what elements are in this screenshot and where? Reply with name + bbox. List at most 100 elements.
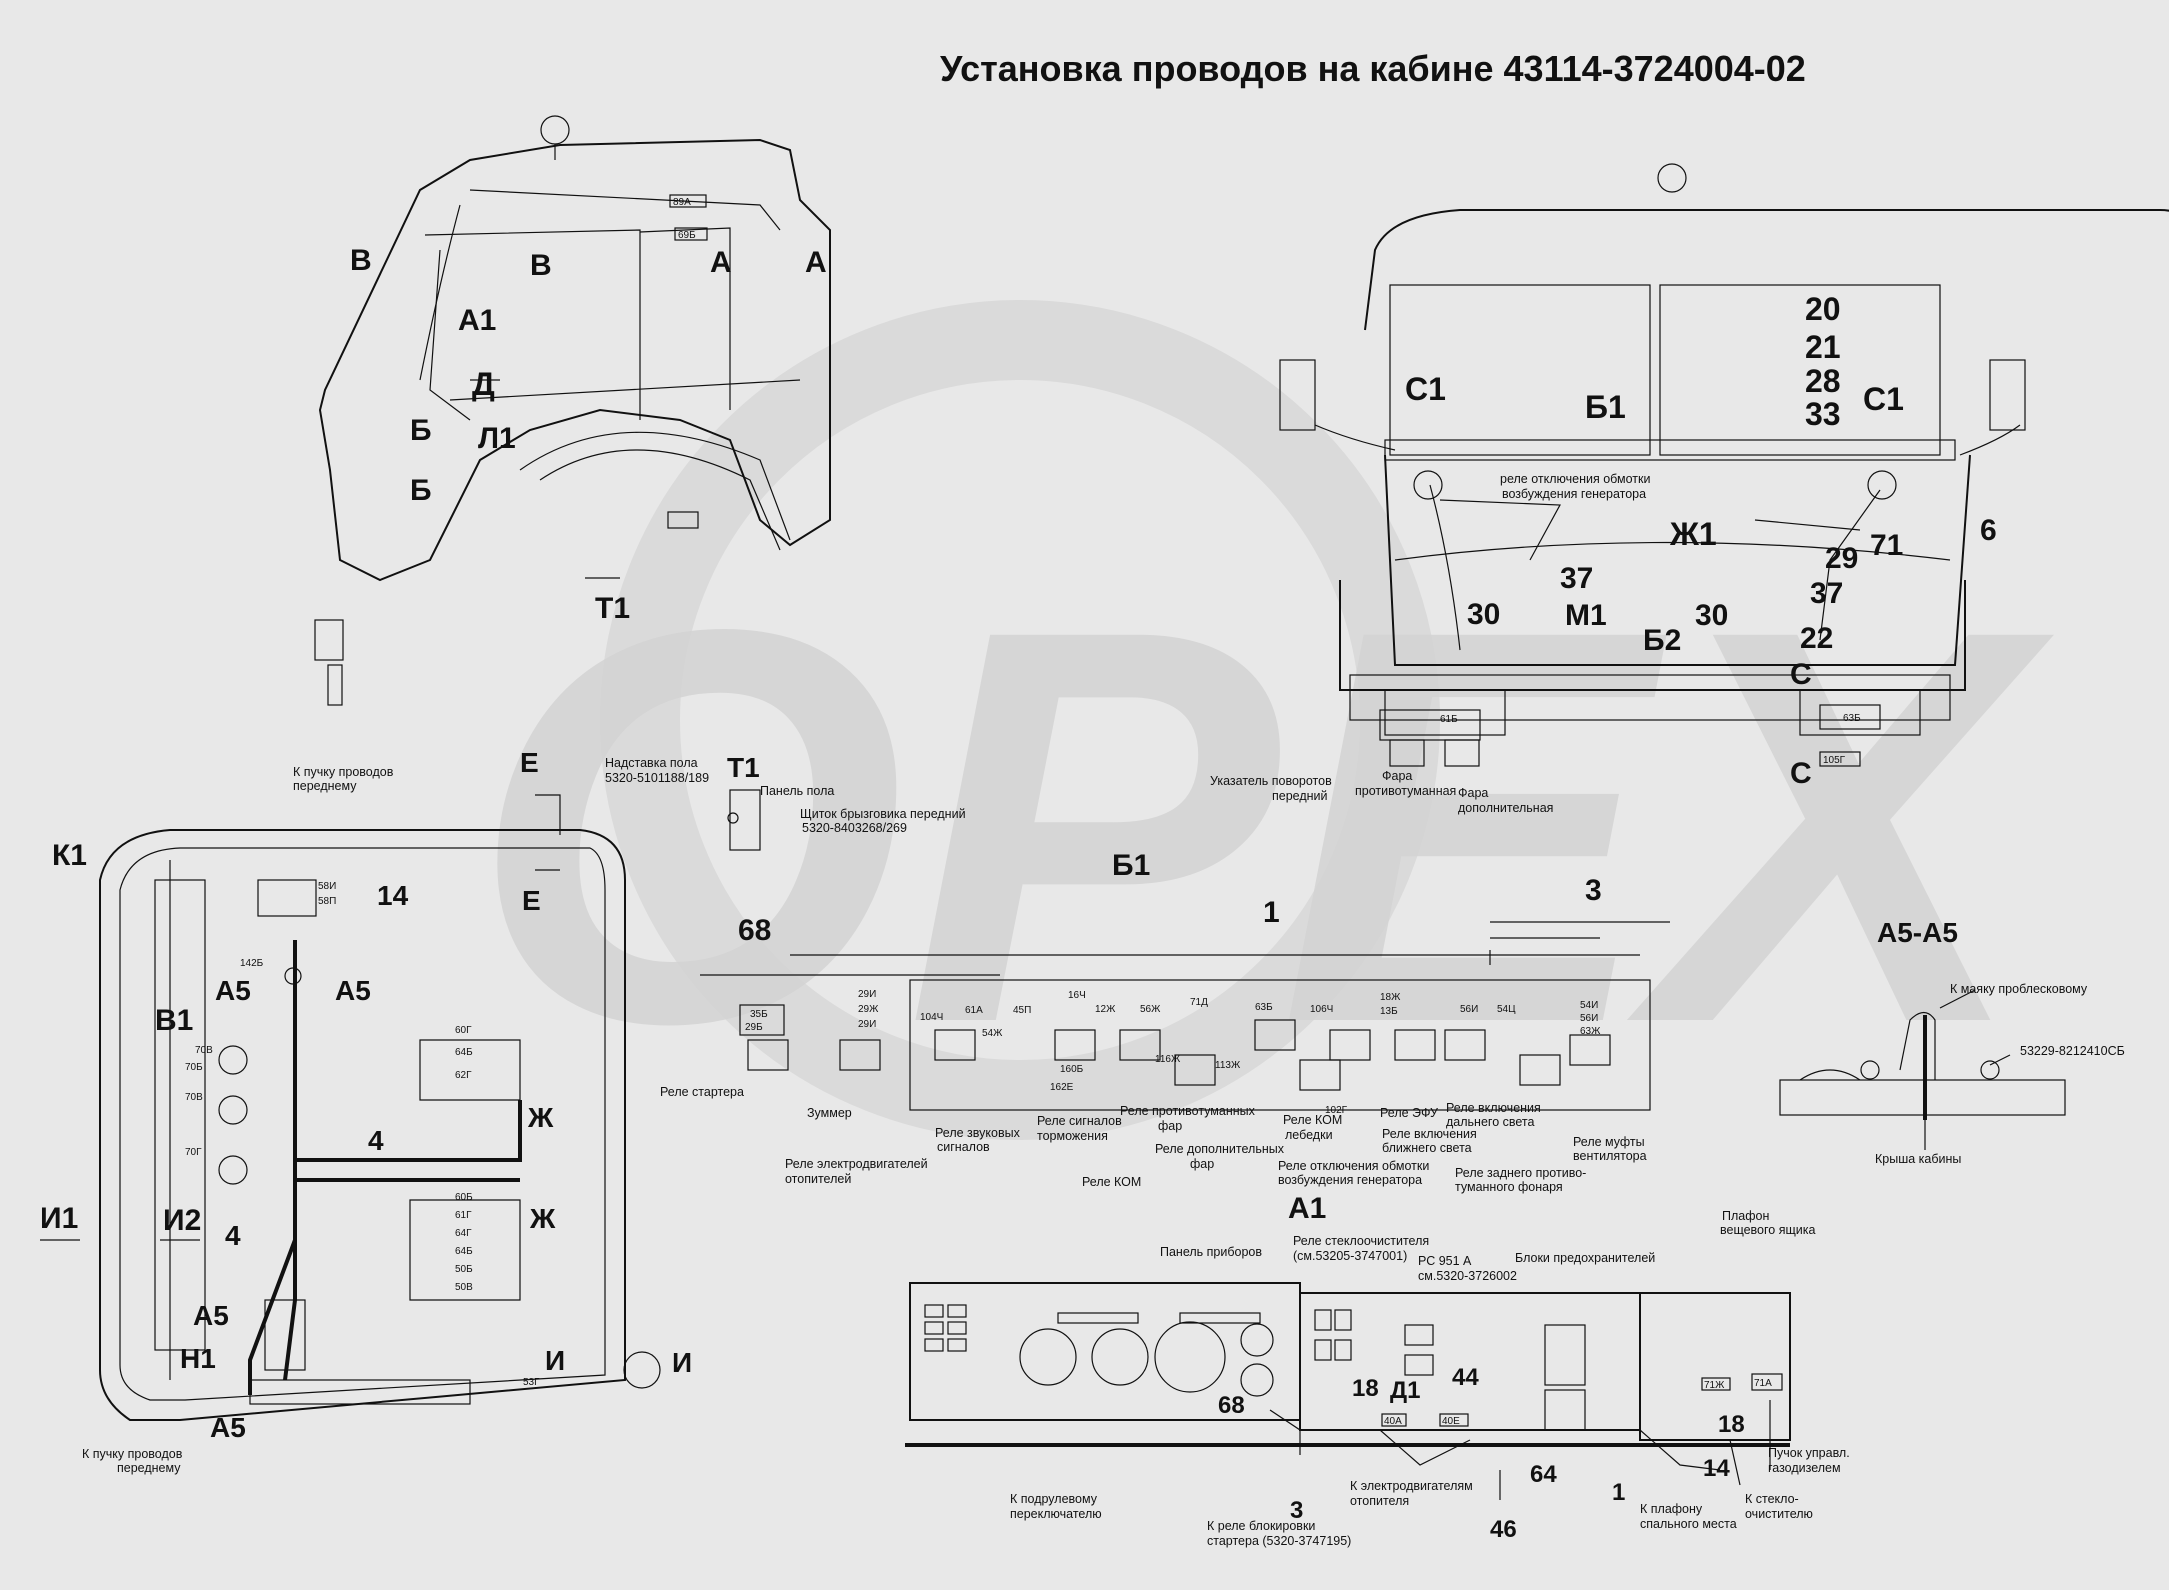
label-21: 21: [1805, 329, 1841, 365]
dash-to-sleeper-lamp-l2: спального места: [1640, 1517, 1737, 1531]
label-33: 33: [1805, 396, 1841, 432]
relay-tag-113zh: 113Ж: [1215, 1060, 1241, 1071]
dash-tag-40a: 40А: [1384, 1416, 1402, 1427]
label-a-right: А: [805, 246, 827, 279]
relay-tag-162e: 162Е: [1050, 1082, 1074, 1093]
tag-70b: 70Б: [185, 1062, 203, 1073]
dash-label-68: 68: [1218, 1392, 1245, 1419]
callout-floor-insert-l2: 5320-5101188/189: [605, 771, 709, 785]
relay-starter: Реле стартера: [660, 1085, 744, 1099]
label-v-right: В: [530, 249, 552, 282]
dash-to-wiper-l2: очистителю: [1745, 1507, 1813, 1521]
tag-50v: 50В: [455, 1282, 473, 1293]
label-a5-3: А5: [193, 1300, 229, 1331]
relay-tag-56zh: 56Ж: [1140, 1004, 1161, 1015]
section-a5: А5-А5 К маяку проблесковому 53229-821241…: [1779, 917, 2125, 1166]
relay-tag-116zh: 116Ж: [1155, 1054, 1181, 1065]
callout-fog-light-l2: противотуманная: [1355, 784, 1456, 798]
label-t1-floor: Т1: [727, 752, 760, 783]
label-a5-1: А5: [215, 975, 251, 1006]
label-c-lower: С: [1790, 757, 1812, 790]
relay-rear-fog-l2: туманного фонаря: [1455, 1180, 1563, 1194]
relay-extra-lights-l2: фар: [1190, 1157, 1214, 1171]
dash-instrument-panel: Панель приборов: [1160, 1245, 1262, 1259]
relay-panel: 35Б 29Б 29И 29Ж 29И 104Ч 61А 45П 54Ж 16Ч…: [660, 849, 1670, 1225]
tag-62g: 62Г: [455, 1070, 472, 1081]
label-i2: И2: [163, 1204, 201, 1237]
label-a5-4: А5: [210, 1412, 246, 1443]
tag-89a: 89А: [673, 197, 691, 208]
label-e-lower: Е: [522, 885, 541, 916]
relay-tag-63b: 63Б: [1255, 1002, 1273, 1013]
tag-70v-2: 70В: [185, 1092, 203, 1103]
relay-tag-16ch: 16Ч: [1068, 990, 1086, 1001]
section-a5-beacon: К маяку проблесковому: [1950, 982, 2088, 996]
side-view: 89А 69Б В В А А А1 Д Б Л1 Б Т1: [314, 115, 831, 706]
dashboard: 40А 40Е 71Ж 71А 68 18 Д1 44 64 46 3 1 14…: [905, 1209, 1850, 1548]
label-a-left: А: [710, 246, 732, 279]
dash-label-18-right: 18: [1718, 1411, 1745, 1438]
relay-fog-l2: фар: [1158, 1119, 1182, 1133]
callout-floor-insert-l1: Надставка пола: [605, 756, 698, 770]
dash-to-steering-switch-l2: переключателю: [1010, 1507, 1102, 1521]
relay-label-b1: Б1: [1112, 849, 1150, 882]
callout-splash-shield-l1: Щиток брызговика передний: [800, 807, 966, 821]
callout-front-harness-top-l2: переднему: [293, 779, 357, 793]
dash-label-14: 14: [1703, 1455, 1730, 1482]
tag-63b: 63Б: [1843, 713, 1861, 724]
relay-tag-102g: 102Г: [1325, 1105, 1348, 1116]
front-view: 61Б 63Б 105Г 20 21 28 33 С1 С1 Б1 Ж1 6 7…: [1210, 163, 2169, 815]
label-l1: Л1: [478, 422, 516, 455]
relay-high-beam-l1: Реле включения: [1446, 1101, 1541, 1115]
dash-rs951-l1: РС 951 А: [1418, 1254, 1472, 1268]
section-a5-roof: Крыша кабины: [1875, 1152, 1961, 1166]
label-a1: А1: [458, 304, 496, 337]
rear-view: 58И 58П 142Б 70В 70Б 70В 70Г 60Г 64Б 62Г…: [40, 829, 692, 1475]
label-6: 6: [1980, 514, 1997, 547]
callout-extra-light-l1: Фара: [1458, 786, 1488, 800]
dash-glovebox-lamp-l1: Плафон: [1722, 1209, 1769, 1223]
relay-kom-winch-l1: Реле КОМ: [1283, 1113, 1342, 1127]
relay-tag-104ch: 104Ч: [920, 1012, 943, 1023]
relay-tag-54zh: 54Ж: [982, 1028, 1003, 1039]
relay-tag-61a: 61А: [965, 1005, 983, 1016]
label-30-right: 30: [1695, 599, 1728, 632]
floor-view: Е Е Т1 14 Надставка пола 5320-5101188/18…: [293, 747, 966, 916]
label-m1: М1: [1565, 599, 1607, 632]
relay-tag-13b: 13Б: [1380, 1006, 1398, 1017]
relay-tag-54ts: 54Ц: [1497, 1004, 1516, 1015]
relay-rear-fog-l1: Реле заднего противо-: [1455, 1166, 1586, 1180]
tag-61b: 61Б: [1440, 714, 1458, 725]
relay-low-beam-l1: Реле включения: [1382, 1127, 1477, 1141]
dash-label-d1: Д1: [1390, 1377, 1420, 1404]
relay-low-beam-l2: ближнего света: [1382, 1141, 1472, 1155]
relay-tag-29i-2: 29И: [858, 1019, 876, 1030]
dash-rs951-l2: см.5320-3726002: [1418, 1269, 1517, 1283]
label-v1: В1: [155, 1004, 193, 1037]
callout-front-harness-top-l1: К пучку проводов: [293, 765, 394, 779]
relay-tag-29i-1: 29И: [858, 989, 876, 1000]
dash-gasdiesel-harness-l1: Пучок управл.: [1768, 1446, 1850, 1460]
relay-excitation-l1: Реле отключения обмотки: [1278, 1159, 1429, 1173]
callout-splash-shield-l2: 5320-8403268/269: [802, 821, 907, 835]
label-v-left: В: [350, 244, 372, 277]
label-20: 20: [1805, 291, 1841, 327]
label-e-upper: Е: [520, 747, 539, 778]
relay-label-3: 3: [1585, 874, 1602, 907]
label-c-upper: С: [1790, 658, 1812, 691]
dash-label-46: 46: [1490, 1516, 1517, 1543]
relay-efu: Реле ЭФУ: [1380, 1106, 1438, 1120]
label-37-left: 37: [1560, 562, 1593, 595]
relay-kom-winch-l2: лебедки: [1285, 1128, 1333, 1142]
label-k1: К1: [52, 839, 87, 872]
tag-70v-1: 70В: [195, 1045, 213, 1056]
relay-heater-motors-l2: отопителей: [785, 1172, 851, 1186]
dash-label-18-left: 18: [1352, 1375, 1379, 1402]
label-4-upper: 4: [368, 1125, 384, 1156]
tag-64b-b: 64Б: [455, 1246, 473, 1257]
watermark-text: OPEX: [470, 513, 2055, 1139]
section-a5-label: А5-А5: [1877, 917, 1958, 948]
callout-extra-light-l2: дополнительная: [1458, 801, 1553, 815]
